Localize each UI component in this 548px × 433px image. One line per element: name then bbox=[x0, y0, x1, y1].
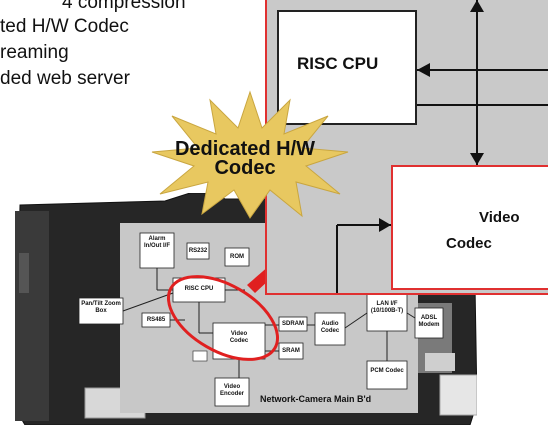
board-title: Network-Camera Main B'd bbox=[260, 394, 372, 404]
board-label-lan: LAN I/F (10/100B-T) bbox=[370, 301, 404, 314]
zoom-risc-cpu-block: RISC CPU bbox=[277, 10, 417, 125]
zoom-connector-lines bbox=[336, 0, 548, 293]
zoom-video-codec-block: Video Codec bbox=[391, 165, 548, 290]
bullet-hw-codec: ted H/W Codec bbox=[0, 16, 129, 37]
board-label-adsl: ADSL Modem bbox=[418, 315, 440, 328]
starburst-label: Dedicated H/W Codec bbox=[160, 138, 330, 179]
bullet-web-server: ded web server bbox=[0, 68, 130, 89]
starburst-label-line1: Dedicated H/W bbox=[174, 138, 316, 160]
zoom-video-codec-label-line1: Video bbox=[479, 209, 520, 226]
network-camera-board: Alarm In/Out I/F RS232 ROM Pan/Tilt Zoom… bbox=[14, 192, 478, 426]
zoomed-diagram-panel: RISC CPU Video Codec bbox=[265, 0, 548, 295]
board-label-rs232: RS232 bbox=[188, 248, 208, 254]
board-label-video-encoder: Video Encoder bbox=[219, 384, 244, 397]
board-label-alarm: Alarm In/Out I/F bbox=[144, 236, 170, 249]
board-label-rom: ROM bbox=[230, 254, 244, 260]
board-label-audio-codec: Audio Codec bbox=[320, 321, 340, 334]
zoom-video-codec-label-line2: Codec bbox=[446, 235, 492, 252]
board-label-pan-tilt: Pan/Tilt Zoom Box bbox=[81, 301, 121, 314]
starburst-label-line2: Codec bbox=[214, 157, 276, 179]
starburst-callout bbox=[151, 90, 349, 219]
bullet-compression: 4 compression bbox=[62, 0, 186, 13]
board-label-sdram: SDRAM bbox=[282, 321, 304, 327]
board-illustration bbox=[14, 192, 478, 426]
board-label-video-codec: Video Codec bbox=[229, 331, 249, 344]
bullet-streaming: reaming bbox=[0, 42, 69, 63]
zoom-risc-cpu-label: RISC CPU bbox=[297, 54, 379, 73]
board-label-rs485: RS485 bbox=[146, 317, 166, 323]
board-label-pcm: PCM Codec bbox=[370, 368, 404, 374]
board-label-sram: SRAM bbox=[282, 348, 300, 354]
board-label-risc-cpu: RISC CPU bbox=[184, 286, 214, 292]
